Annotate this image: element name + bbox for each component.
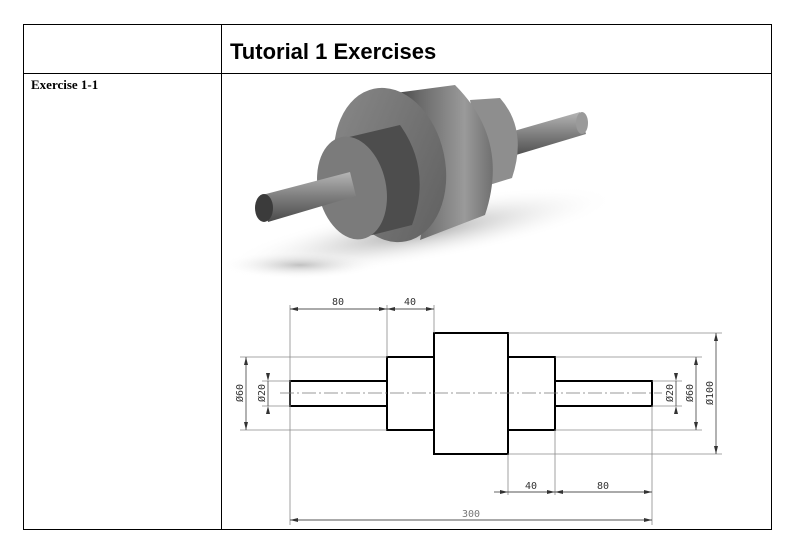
left-shaft bbox=[262, 172, 356, 222]
dim-dia20-left: Ø20 bbox=[256, 384, 268, 402]
dim-40-top: 40 bbox=[404, 297, 416, 308]
right-shaft-end bbox=[576, 112, 588, 134]
right-shaft bbox=[500, 112, 586, 158]
dim-80-bottom: 80 bbox=[597, 481, 609, 492]
dim-dia60-right: Ø60 bbox=[684, 384, 696, 402]
page-title: Tutorial 1 Exercises bbox=[230, 39, 437, 64]
part-outline bbox=[289, 332, 653, 455]
table-column-divider bbox=[221, 25, 222, 529]
dim-dia100-right: Ø100 bbox=[704, 381, 716, 405]
dim-80-top: 80 bbox=[332, 297, 344, 308]
arrowheads bbox=[244, 307, 718, 522]
orthographic-drawing: 80 40 40 80 300 Ø60 Ø20 Ø20 Ø60 Ø100 bbox=[234, 297, 722, 525]
table-row-divider bbox=[24, 73, 771, 74]
exercise-table: Tutorial 1 Exercises Exercise 1-1 bbox=[23, 24, 772, 530]
dim-dia60-left: Ø60 bbox=[234, 384, 246, 402]
left-shaft-end bbox=[255, 194, 273, 222]
isometric-part-render bbox=[220, 85, 618, 279]
dimension-lines bbox=[245, 308, 717, 521]
dim-300-overall: 300 bbox=[462, 509, 480, 520]
extension-lines bbox=[240, 305, 722, 525]
dim-dia20-right: Ø20 bbox=[664, 384, 676, 402]
dim-40-bottom: 40 bbox=[525, 481, 537, 492]
exercise-label: Exercise 1-1 bbox=[31, 77, 99, 92]
render-shadow-left bbox=[220, 251, 380, 279]
